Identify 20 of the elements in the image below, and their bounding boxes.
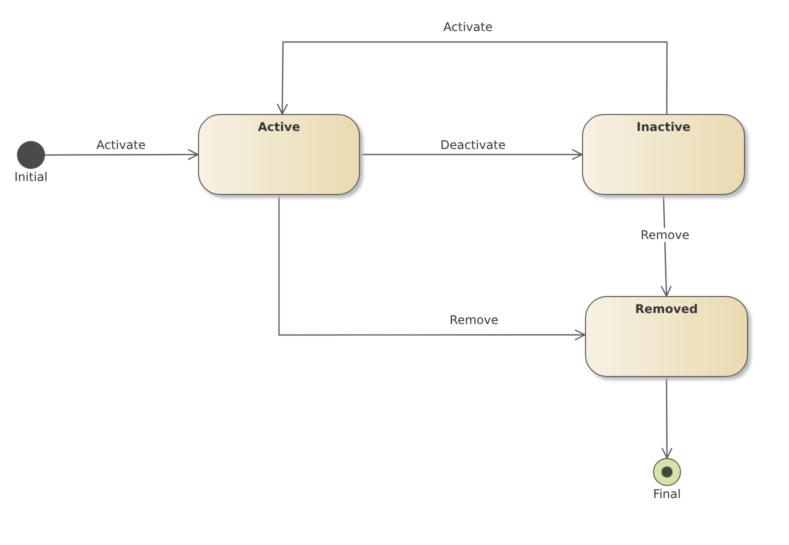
state-label: Initial [14,170,48,184]
state-name: Active [256,120,302,134]
initial-state-dot [17,141,45,169]
state-name: Inactive [635,120,692,134]
arrow [660,194,672,297]
arrow [45,148,199,160]
state-box [198,114,360,195]
edge-label: Remove [448,313,500,327]
edge-label: Activate [441,20,495,34]
arrow [276,41,668,115]
final-state-circle [653,458,681,486]
state-box [585,296,748,377]
arrow [661,377,673,459]
arrow [360,148,583,160]
state-label: Final [653,487,681,501]
edge-label: Remove [638,228,692,242]
state-name: Removed [634,302,699,316]
arrow [278,195,586,340]
edge-label: Activate [94,138,148,152]
state-box [582,114,745,195]
